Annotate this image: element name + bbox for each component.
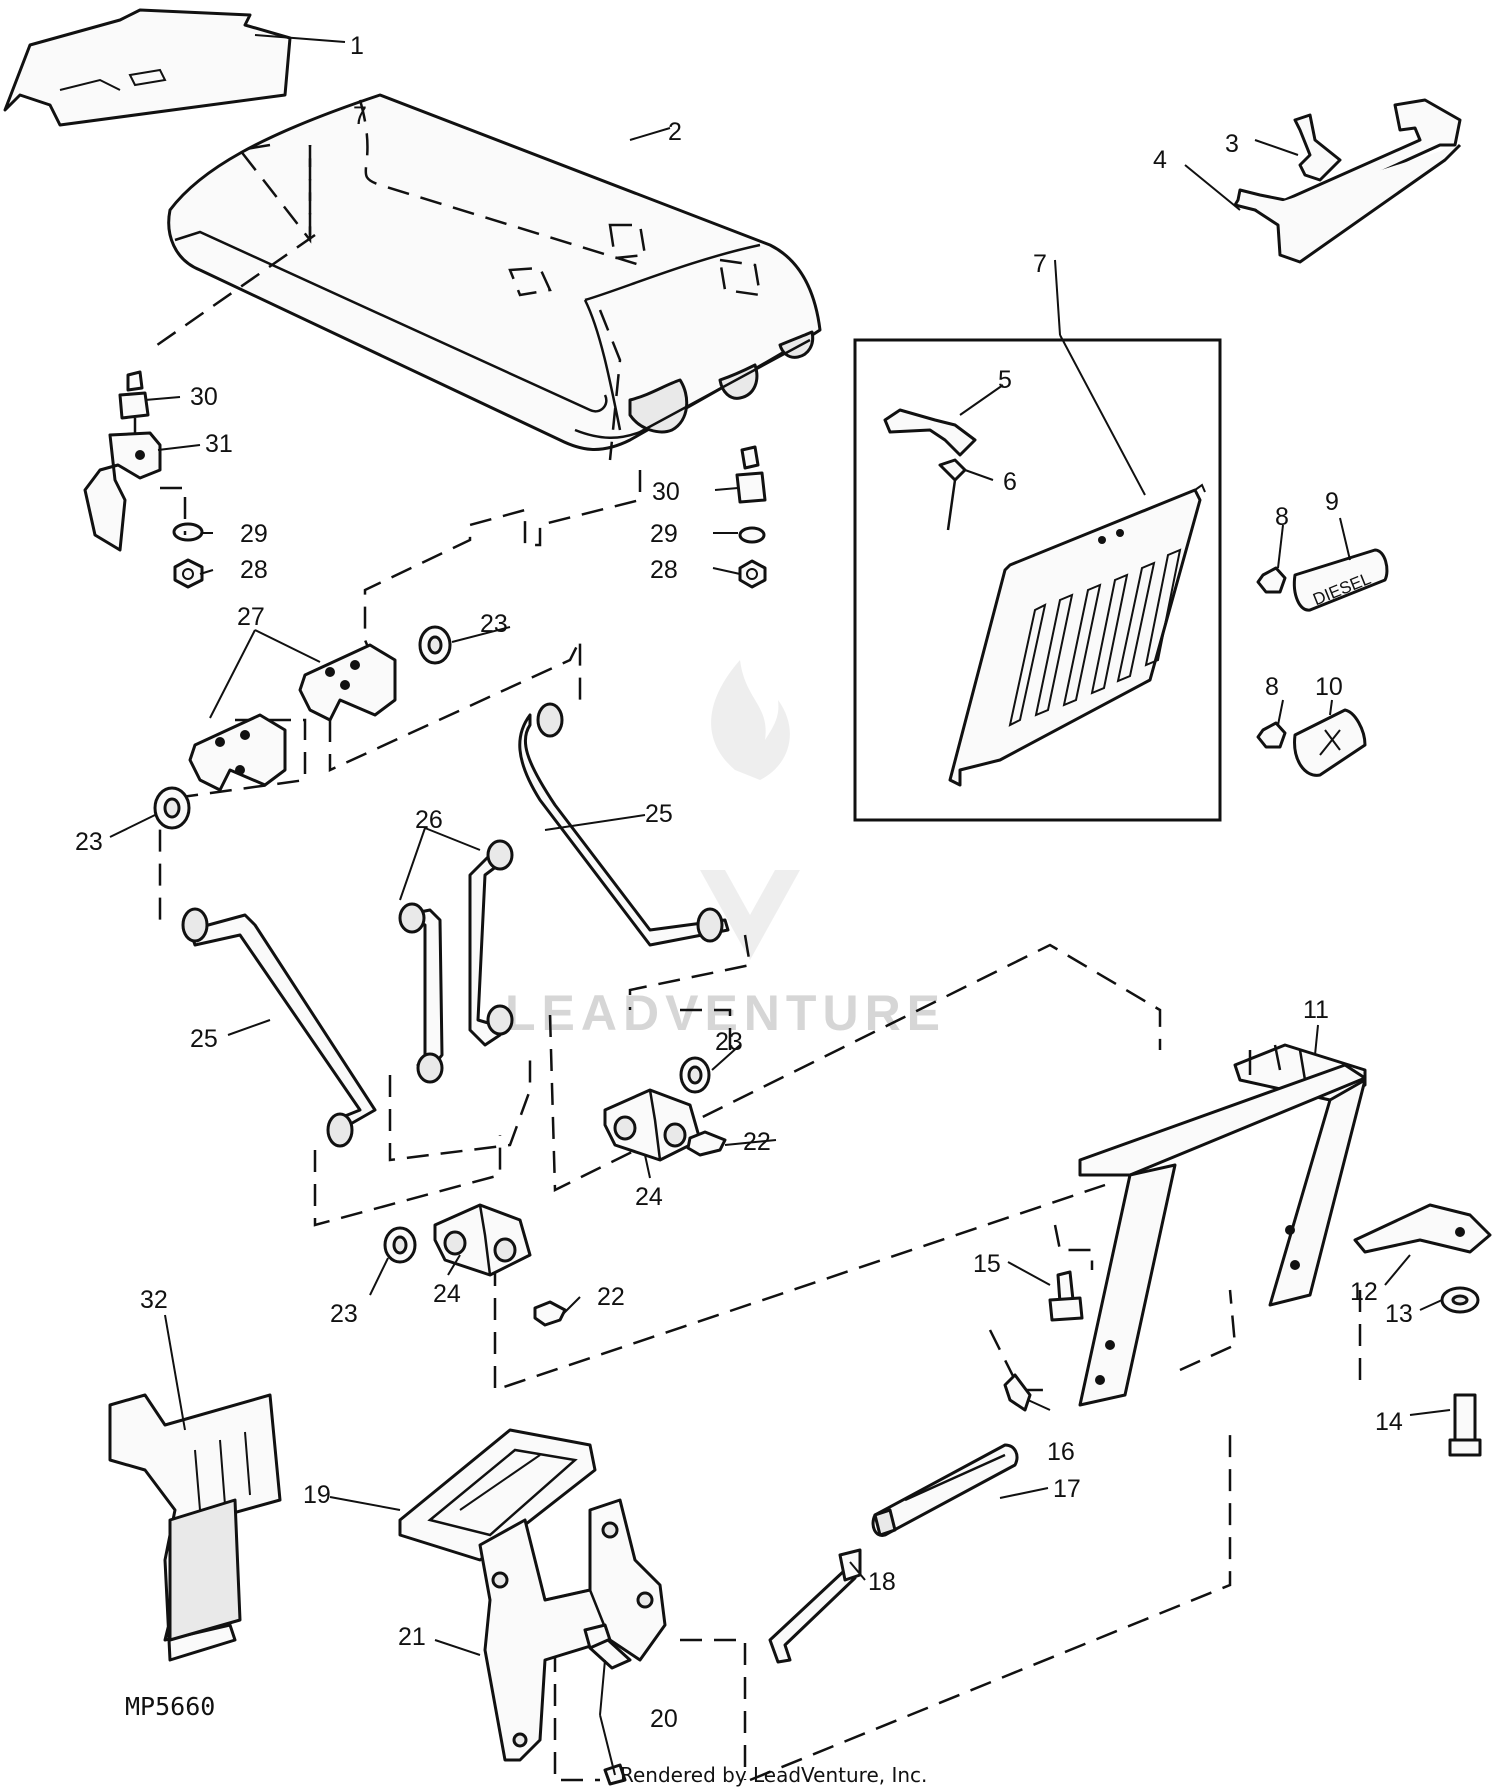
callout-13: 13 xyxy=(1385,1300,1413,1328)
callout-5: 5 xyxy=(998,366,1012,394)
part-27-bracket-lower[interactable] xyxy=(188,713,287,792)
diagram-code: MP5660 xyxy=(125,1692,215,1721)
part-5-clip[interactable] xyxy=(883,408,977,457)
part-13-washer[interactable] xyxy=(1440,1286,1480,1314)
callout-24-lower: 24 xyxy=(433,1280,461,1308)
part-22-clip-nut-lower[interactable] xyxy=(533,1300,567,1327)
callout-7-hood: 7 xyxy=(353,102,367,130)
part-7-grille-kit-box xyxy=(853,338,1222,822)
part-30-stud-left[interactable] xyxy=(118,370,150,438)
part-7-grille-panel[interactable] xyxy=(948,483,1206,787)
part-25-rod-right[interactable] xyxy=(518,702,730,947)
part-23-bushing-3[interactable] xyxy=(679,1056,711,1094)
part-26-link-left[interactable] xyxy=(398,902,444,1084)
part-30-stud-right[interactable] xyxy=(735,445,767,504)
part-23-bushing-2[interactable] xyxy=(153,786,191,830)
callout-25-left: 25 xyxy=(190,1025,218,1053)
leader-lines xyxy=(109,34,1451,1776)
part-9-diesel-badge[interactable]: DIESEL xyxy=(1292,548,1389,612)
part-25-rod-left[interactable] xyxy=(181,907,377,1148)
part-29-washer-right[interactable] xyxy=(738,526,766,544)
callout-24-upper: 24 xyxy=(635,1183,663,1211)
part-23-bushing-4[interactable] xyxy=(383,1226,417,1264)
part-17-tube[interactable] xyxy=(871,1443,1019,1537)
callout-8-upper: 8 xyxy=(1275,503,1289,531)
callout-labels: 1 2 3 4 5 6 7 7 8 8 9 10 11 12 13 14 15 … xyxy=(75,32,1413,1733)
part-29-washer-left[interactable] xyxy=(172,522,204,542)
callout-2: 2 xyxy=(668,118,682,146)
callout-18: 18 xyxy=(868,1568,896,1596)
callout-23-4: 23 xyxy=(330,1300,358,1328)
callout-25-right: 25 xyxy=(645,800,673,828)
part-14-bolt[interactable] xyxy=(1448,1393,1482,1457)
part-32-shield[interactable] xyxy=(108,1393,282,1662)
callout-28-left: 28 xyxy=(240,556,268,584)
watermark-text: LEADVENTURE xyxy=(505,985,946,1041)
part-6-screw[interactable] xyxy=(938,458,967,531)
part-28-nut-left[interactable] xyxy=(173,558,204,589)
part-3-bracket[interactable] xyxy=(1293,113,1342,182)
callout-28-right: 28 xyxy=(650,556,678,584)
callout-21: 21 xyxy=(398,1623,426,1651)
part-4-bumper[interactable] xyxy=(1233,98,1462,264)
callout-31: 31 xyxy=(205,430,233,458)
part-12-bracket[interactable] xyxy=(1353,1203,1492,1254)
part-16-lynch-pin[interactable] xyxy=(1003,1373,1032,1412)
callout-8-lower: 8 xyxy=(1265,673,1279,701)
callout-9: 9 xyxy=(1325,488,1339,516)
part-1-plate[interactable] xyxy=(3,8,292,127)
callout-3: 3 xyxy=(1225,130,1239,158)
part-24-clamp-lower[interactable] xyxy=(433,1203,532,1277)
part-31-bracket[interactable] xyxy=(83,431,162,552)
part-8-nut-lower[interactable] xyxy=(1256,721,1287,749)
callout-12: 12 xyxy=(1350,1278,1378,1306)
callout-27: 27 xyxy=(237,603,265,631)
callout-29-right: 29 xyxy=(650,520,678,548)
part-15-bolt[interactable] xyxy=(1048,1270,1084,1322)
callout-7-grille: 7 xyxy=(1033,250,1047,278)
part-27-bracket-upper[interactable] xyxy=(298,643,397,722)
part-26-link-right[interactable] xyxy=(468,839,514,1047)
callout-23-1: 23 xyxy=(480,610,508,638)
part-11-support-frame[interactable] xyxy=(1078,1043,1367,1407)
callout-1: 1 xyxy=(350,32,364,60)
part-24-clamp-upper[interactable] xyxy=(603,1088,702,1162)
callout-30-right: 30 xyxy=(652,478,680,506)
callout-22-upper: 22 xyxy=(743,1128,771,1156)
callout-17: 17 xyxy=(1053,1475,1081,1503)
part-18-pin[interactable] xyxy=(768,1548,862,1664)
callout-26: 26 xyxy=(415,806,443,834)
part-20-bolt-upper[interactable] xyxy=(583,1623,632,1670)
part-8-nut-upper[interactable] xyxy=(1256,566,1287,594)
part-28-nut-right[interactable] xyxy=(738,559,767,589)
watermark-logo xyxy=(700,660,800,960)
part-22-clip-nut-upper[interactable] xyxy=(686,1130,727,1157)
footer-credit: Rendered by LeadVenture, Inc. xyxy=(620,1763,927,1787)
callout-23-2: 23 xyxy=(75,828,103,856)
part-19-step-plate[interactable] xyxy=(398,1428,597,1562)
part-2-hood[interactable] xyxy=(149,93,822,461)
callout-30-left: 30 xyxy=(190,383,218,411)
callout-10: 10 xyxy=(1315,673,1343,701)
callout-14: 14 xyxy=(1375,1408,1403,1436)
callout-6: 6 xyxy=(1003,468,1017,496)
callout-32: 32 xyxy=(140,1286,168,1314)
callout-15: 15 xyxy=(973,1250,1001,1278)
callout-20: 20 xyxy=(650,1705,678,1733)
callout-22-lower: 22 xyxy=(597,1283,625,1311)
callout-16: 16 xyxy=(1047,1438,1075,1466)
part-21-mount-bracket[interactable] xyxy=(478,1498,667,1762)
callout-19: 19 xyxy=(303,1481,331,1509)
callout-11: 11 xyxy=(1303,996,1329,1024)
callout-23-3: 23 xyxy=(715,1028,743,1056)
callout-4: 4 xyxy=(1153,146,1167,174)
callout-29-left: 29 xyxy=(240,520,268,548)
part-10-emblem[interactable] xyxy=(1293,708,1367,777)
part-23-bushing-1[interactable] xyxy=(418,625,452,665)
